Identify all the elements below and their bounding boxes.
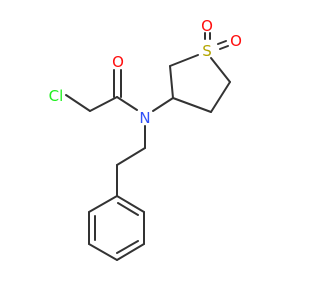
bond-benzene-inner-1	[117, 202, 139, 216]
bond-benzene-inner-2	[116, 240, 139, 254]
bond-ch2-carbonyl	[89, 96, 118, 112]
bond-s-o2-a	[217, 40, 227, 45]
bond-n-ring	[152, 97, 174, 112]
atom-chlorine: Cl	[49, 87, 64, 105]
atom-sulfonyl-oxygen-right: O	[230, 32, 242, 50]
structure-canvas: Cl O N S O O	[48, 17, 242, 261]
bond-benzene-1	[116, 195, 145, 213]
bond-ring-c2-s	[169, 54, 199, 67]
bond-ring-c3-c2	[169, 65, 174, 99]
bond-benzene-3	[116, 243, 145, 261]
bond-cl-ch2	[65, 94, 91, 112]
bond-benzene-4	[88, 243, 118, 261]
bond-s-o2-b	[219, 45, 229, 50]
atom-nitrogen: N	[139, 109, 150, 127]
atom-sulfonyl-oxygen-top: O	[201, 17, 213, 35]
bond-carbonyl-n	[116, 96, 138, 111]
atom-carbonyl-oxygen: O	[112, 53, 124, 71]
bond-ch2-ch2	[116, 147, 146, 166]
atom-sulfur: S	[202, 42, 212, 60]
molecule-diagram: Cl O N S O O	[49, 17, 242, 261]
bond-ring-c4-c3	[172, 97, 212, 113]
bond-ring-c5-c4	[210, 81, 231, 113]
bond-benzene-6	[88, 195, 118, 213]
bond-ring-s-c5	[210, 57, 231, 83]
